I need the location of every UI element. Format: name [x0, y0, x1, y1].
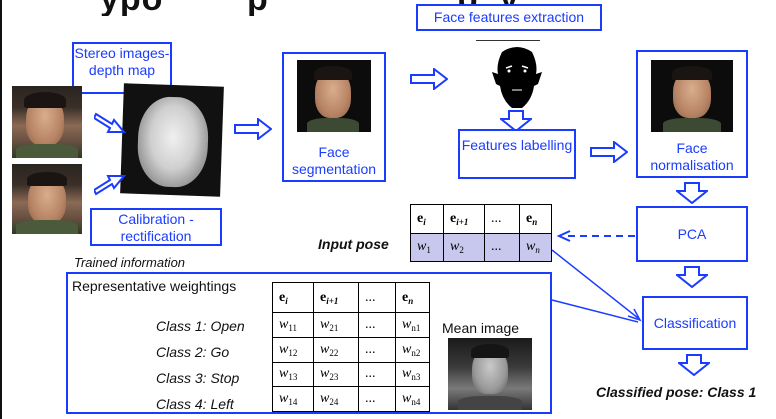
labelling-to-normalisation-arrow [590, 141, 628, 163]
class-label: Class 3: Stop [156, 370, 240, 386]
input-pose-label: Input pose [318, 236, 389, 252]
representative-weightings-label: Representative weightings [72, 278, 237, 294]
input-weight-cell: w1 [410, 232, 444, 262]
trained-cell: w14 [272, 386, 314, 412]
depth-to-segmentation-arrow [234, 118, 272, 140]
stereo-depth-map-label: Stereo images- depth map [74, 45, 170, 78]
calibration-rectification-label: Calibration - rectification [118, 211, 194, 244]
face-segmentation-label: Face segmentation [291, 144, 377, 177]
mean-face-image [448, 338, 532, 410]
calibration-rectification-box: Calibration - rectification [90, 208, 222, 246]
trained-row: w12 w22 ... wn2 [272, 336, 430, 363]
trained-cell: wn3 [395, 361, 430, 388]
trained-cell: ... [358, 361, 396, 388]
features-labelling-box: Features labelling [458, 129, 576, 179]
input-weight-cell: wn [519, 232, 552, 262]
trained-row: w11 w21 ... wn1 [272, 312, 430, 338]
trained-cell: w12 [272, 336, 314, 363]
trained-cell: wn4 [395, 386, 430, 412]
segmentation-to-extraction-arrow [410, 68, 448, 90]
feature-mask-image [492, 47, 542, 108]
input-pose-table: ei ei+1 ... en w1 w2 ... wn [410, 204, 552, 262]
input-weight-cell: ... [484, 232, 520, 262]
trained-cell: ... [358, 336, 396, 363]
trained-row: w14 w24 ... wn4 [272, 386, 430, 412]
extraction-to-labelling-arrow [500, 110, 532, 132]
trained-header-cell: en [395, 282, 430, 313]
trained-information-label: Trained information [74, 255, 186, 270]
pca-label: PCA [677, 226, 707, 242]
features-labelling-label: Features labelling [461, 137, 573, 153]
classification-label: Classification [653, 315, 737, 331]
trained-cell: w13 [272, 361, 314, 388]
classification-box: Classification [642, 296, 748, 350]
trained-cell: w23 [313, 361, 359, 388]
class-label: Class 4: Left [156, 396, 234, 412]
class-label: Class 1: Open [156, 318, 245, 334]
pca-to-input-dashed-arrow [556, 230, 635, 242]
pca-to-classification-arrow [676, 266, 708, 288]
trained-cell: w21 [313, 312, 359, 338]
trained-cell: ... [358, 386, 396, 412]
underline-divider [476, 40, 540, 41]
slide-left-border [0, 0, 2, 419]
left-face-photo-top [12, 86, 82, 158]
trained-header-cell: ei [272, 282, 314, 313]
trained-cell: w22 [313, 336, 359, 363]
input-weight-cell: w2 [443, 232, 485, 262]
trained-cell: w24 [313, 386, 359, 412]
segmented-face-image [297, 60, 371, 132]
class-label: Class 2: Go [156, 344, 230, 360]
mean-image-label: Mean image [442, 320, 520, 336]
normalisation-to-pca-arrow [676, 182, 708, 204]
photo-to-depth-arrow-bottom [94, 175, 127, 196]
trained-header-cell: ei+1 [313, 282, 359, 313]
face-features-extraction-box: Face features extraction [416, 4, 602, 31]
trained-cell: wn2 [395, 336, 430, 363]
trained-cell: wn1 [395, 312, 430, 338]
input-header-cell: ei [410, 204, 444, 234]
face-segmentation-box: Face segmentation [282, 52, 386, 182]
left-face-photo-bottom [12, 164, 82, 234]
face-normalisation-box: Face normalisation [636, 50, 748, 178]
trained-cell: w11 [272, 312, 314, 338]
face-normalisation-label: Face normalisation [650, 140, 734, 173]
trained-row: w13 w23 ... wn3 [272, 361, 430, 388]
pca-box: PCA [636, 206, 748, 262]
face-features-extraction-label: Face features extraction [433, 9, 585, 25]
photo-to-depth-arrow-top [94, 112, 127, 133]
trained-header-cell: ... [358, 282, 396, 313]
trained-weights-table: ei ei+1 ... en w11 w21 ... wn1 w12 w22 .… [272, 282, 430, 412]
trained-cell: ... [358, 312, 396, 338]
classified-pose-label: Classified pose: Class 1 [596, 384, 757, 400]
classification-to-result-arrow [678, 354, 710, 376]
normalised-face-image [651, 60, 733, 132]
